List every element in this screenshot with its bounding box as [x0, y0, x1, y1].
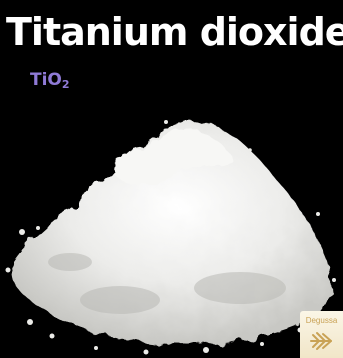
degussa-logo: Degussa [300, 311, 343, 358]
logo-emblem-icon [310, 332, 332, 350]
product-title: Titanium dioxide [6, 10, 343, 54]
chemical-formula: TiO2 [30, 70, 70, 95]
logo-text: Degussa [305, 316, 338, 325]
formula-base: TiO [30, 70, 62, 90]
formula-subscript: 2 [61, 78, 70, 91]
